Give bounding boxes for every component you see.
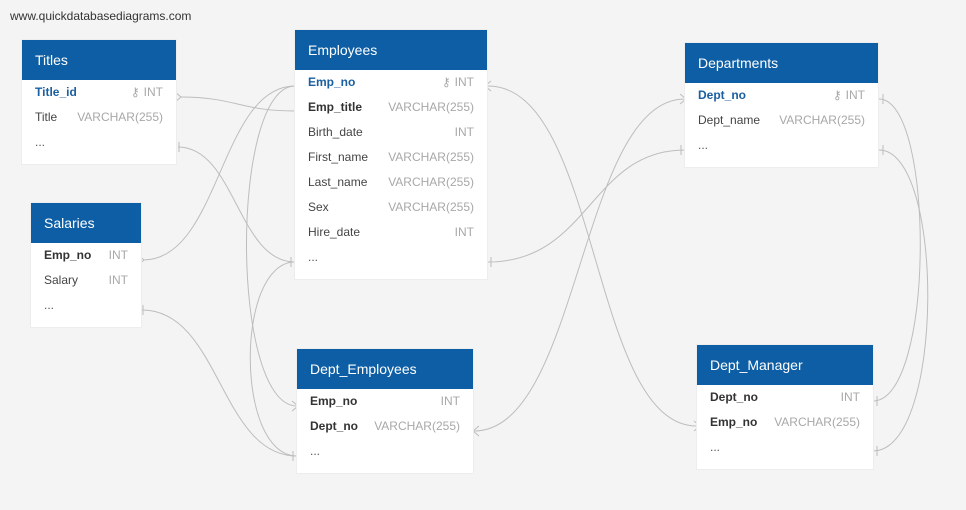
- field-type: VARCHAR(255): [77, 110, 163, 124]
- key-icon: ⚷: [130, 85, 140, 99]
- table-header[interactable]: Salaries: [31, 203, 141, 243]
- field-name: Birth_date: [308, 125, 363, 139]
- field-type: VARCHAR(255): [388, 100, 474, 114]
- field-name: ...: [35, 135, 46, 149]
- field-name: Emp_no: [710, 415, 758, 429]
- table-departments[interactable]: Departments Dept_no ⚷INT Dept_name VARCH…: [685, 43, 878, 167]
- link-employees-deptemp-2: [249, 261, 298, 457]
- field-type: ⚷INT: [442, 70, 474, 95]
- field-row[interactable]: Emp_title VARCHAR(255): [295, 95, 487, 120]
- table-header[interactable]: Departments: [685, 43, 878, 83]
- field-name: Dept_name: [698, 113, 761, 127]
- field-type: INT: [454, 125, 474, 139]
- table-dept-manager[interactable]: Dept_Manager Dept_no INT Emp_no VARCHAR(…: [697, 345, 873, 469]
- field-row[interactable]: Sex VARCHAR(255): [295, 195, 487, 220]
- field-name: Dept_no: [710, 390, 758, 404]
- field-row[interactable]: Dept_no VARCHAR(255): [297, 414, 473, 439]
- field-type: INT: [108, 248, 128, 262]
- field-type: INT: [840, 390, 860, 404]
- field-row[interactable]: ...: [295, 245, 487, 270]
- table-header[interactable]: Dept_Manager: [697, 345, 873, 385]
- table-header[interactable]: Titles: [22, 40, 176, 80]
- link-employees-departments: [487, 149, 686, 263]
- table-header[interactable]: Dept_Employees: [297, 349, 473, 389]
- field-type: VARCHAR(255): [388, 175, 474, 189]
- field-name: Title: [35, 110, 58, 124]
- key-icon: ⚷: [441, 75, 451, 89]
- link-titles-employees: [179, 96, 296, 112]
- field-type: VARCHAR(255): [374, 419, 460, 433]
- field-row[interactable]: ...: [22, 130, 176, 155]
- field-name: Emp_no: [44, 248, 92, 262]
- link-employees-deptmgr: [487, 85, 698, 427]
- table-dept-employees[interactable]: Dept_Employees Emp_no INT Dept_no VARCHA…: [297, 349, 473, 473]
- field-name: First_name: [308, 150, 369, 164]
- table-titles[interactable]: Titles Title_id ⚷INT Title VARCHAR(255) …: [22, 40, 176, 164]
- field-name: Dept_no: [310, 419, 358, 433]
- link-titles-employees-end: [177, 146, 296, 263]
- field-name: Emp_no: [310, 394, 358, 408]
- field-name: Emp_no: [308, 75, 356, 89]
- field-type: VARCHAR(255): [779, 113, 865, 127]
- field-row[interactable]: Emp_no INT: [297, 389, 473, 414]
- link-deptemp-departments: [473, 98, 686, 432]
- field-row[interactable]: First_name VARCHAR(255): [295, 145, 487, 170]
- field-row[interactable]: Emp_no VARCHAR(255): [697, 410, 873, 435]
- field-name: Title_id: [35, 85, 77, 99]
- field-name: Last_name: [308, 175, 368, 189]
- field-row[interactable]: ...: [697, 435, 873, 460]
- field-row[interactable]: Last_name VARCHAR(255): [295, 170, 487, 195]
- field-type: VARCHAR(255): [774, 415, 860, 429]
- link-employees-salaries: [142, 85, 296, 261]
- field-row[interactable]: Dept_no INT: [697, 385, 873, 410]
- field-name: Hire_date: [308, 225, 361, 239]
- field-type: INT: [454, 225, 474, 239]
- key-icon: ⚷: [832, 88, 842, 102]
- field-name: Salary: [44, 273, 79, 287]
- field-name: ...: [710, 440, 721, 454]
- link-departments-deptmgr: [872, 98, 921, 402]
- field-type: ⚷INT: [833, 83, 865, 108]
- field-type: INT: [440, 394, 460, 408]
- field-row[interactable]: Salary INT: [31, 268, 141, 293]
- field-name: Dept_no: [698, 88, 746, 102]
- field-row[interactable]: ...: [31, 293, 141, 318]
- field-row[interactable]: Title VARCHAR(255): [22, 105, 176, 130]
- field-type: VARCHAR(255): [388, 200, 474, 214]
- link-salaries-deptemp: [141, 309, 298, 457]
- field-name: Sex: [308, 200, 329, 214]
- field-row[interactable]: Birth_date INT: [295, 120, 487, 145]
- field-type: ⚷INT: [131, 80, 163, 105]
- field-type: VARCHAR(255): [388, 150, 474, 164]
- link-employees-deptemp: [246, 85, 298, 407]
- link-departments-deptmgr-2: [872, 149, 929, 452]
- table-employees[interactable]: Employees Emp_no ⚷INT Emp_title VARCHAR(…: [295, 30, 487, 279]
- field-row[interactable]: Emp_no INT: [31, 243, 141, 268]
- watermark: www.quickdatabasediagrams.com: [10, 9, 192, 23]
- field-name: ...: [310, 444, 321, 458]
- field-row[interactable]: Hire_date INT: [295, 220, 487, 245]
- field-row[interactable]: ...: [297, 439, 473, 464]
- field-name: Emp_title: [308, 100, 363, 114]
- field-row[interactable]: Emp_no ⚷INT: [295, 70, 487, 95]
- field-name: ...: [308, 250, 319, 264]
- field-name: ...: [698, 138, 709, 152]
- table-salaries[interactable]: Salaries Emp_no INT Salary INT ...: [31, 203, 141, 327]
- table-header[interactable]: Employees: [295, 30, 487, 70]
- field-type: INT: [108, 273, 128, 287]
- field-row[interactable]: Dept_no ⚷INT: [685, 83, 878, 108]
- field-row[interactable]: ...: [685, 133, 878, 158]
- field-name: ...: [44, 298, 55, 312]
- field-row[interactable]: Dept_name VARCHAR(255): [685, 108, 878, 133]
- field-row[interactable]: Title_id ⚷INT: [22, 80, 176, 105]
